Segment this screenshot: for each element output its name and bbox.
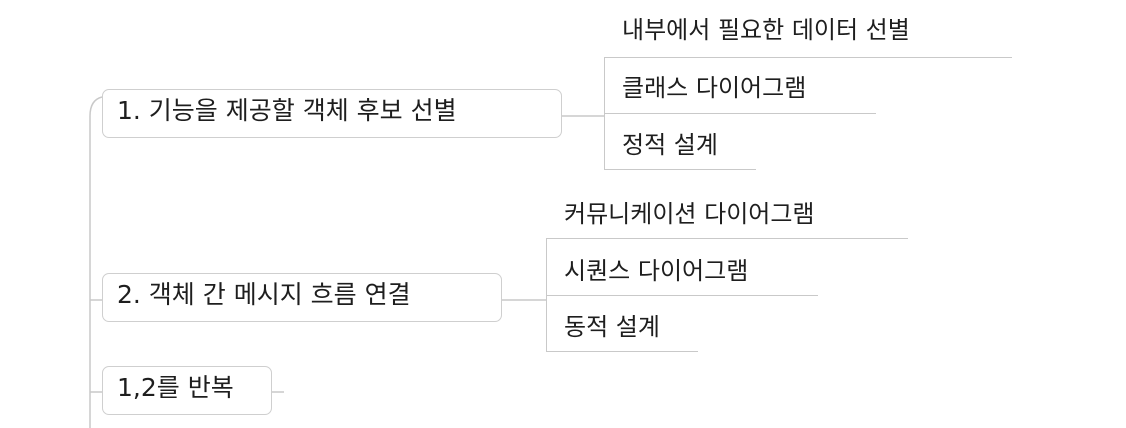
branch-2-node[interactable]: 2. 객체 간 메시지 흐름 연결 (102, 273, 502, 322)
branch-1-child-bracket (604, 58, 605, 170)
branch-2-child-3-underline (546, 351, 698, 352)
branch-1-child-2-underline (604, 113, 876, 114)
branch-1-child-1-underline (604, 57, 1012, 58)
branch-2-child-1[interactable]: 커뮤니케이션 다이어그램 (564, 202, 815, 226)
branch-1-child-2[interactable]: 클래스 다이어그램 (622, 76, 806, 100)
branch-2-child-3-label: 동적 설계 (564, 313, 660, 341)
branch-2-child-2-label: 시퀀스 다이어그램 (564, 257, 749, 285)
branch-3-node[interactable]: 1,2를 반복 (102, 366, 272, 415)
trunk-line (89, 96, 103, 428)
branch-2-child-1-underline (546, 238, 908, 239)
branch-1-child-3[interactable]: 정적 설계 (622, 133, 718, 157)
branch-1-child-3-underline (604, 169, 756, 170)
branch-1-child-1-label: 내부에서 필요한 데이터 선별 (622, 16, 910, 44)
branch-1-child-1[interactable]: 내부에서 필요한 데이터 선별 (622, 18, 910, 42)
branch-1-node[interactable]: 1. 기능을 제공할 객체 후보 선별 (102, 89, 562, 138)
branch-3-label: 1,2를 반복 (117, 373, 234, 402)
branch-2-child-1-label: 커뮤니케이션 다이어그램 (564, 200, 815, 228)
branch-2-label: 2. 객체 간 메시지 흐름 연결 (117, 280, 411, 309)
branch-1-label: 1. 기능을 제공할 객체 후보 선별 (117, 96, 457, 125)
branch-1-child-2-label: 클래스 다이어그램 (622, 74, 807, 102)
branch-2-child-3[interactable]: 동적 설계 (564, 315, 660, 339)
branch-1-child-3-label: 정적 설계 (622, 131, 718, 159)
branch-2-child-2[interactable]: 시퀀스 다이어그램 (564, 259, 748, 283)
branch-2-child-2-underline (546, 295, 818, 296)
